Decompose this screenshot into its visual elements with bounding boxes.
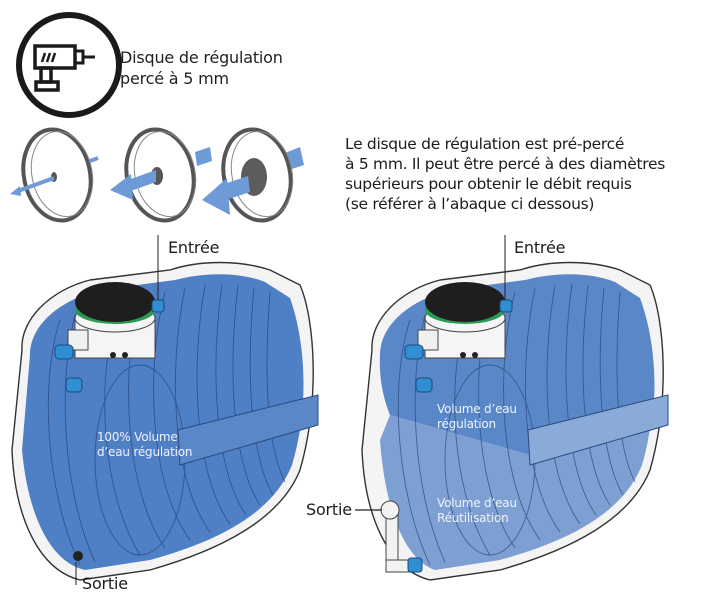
- volume-line: d’eau régulation: [97, 445, 193, 459]
- drill-icon-badge: [14, 10, 124, 120]
- tank-left-inlet-label: Entrée: [168, 238, 220, 257]
- tank-right-reuse-label: Volume d’eau Réutilisation: [437, 496, 517, 526]
- tank-left-outlet-label: Sortie: [82, 574, 128, 593]
- inlet-fitting-icon: [151, 299, 165, 313]
- disc-description: Le disque de régulation est pré-percé à …: [345, 134, 665, 214]
- tank-left-volume-label: 100% Volume d’eau régulation: [97, 430, 193, 460]
- description-line: (se référer à l’abaque ci dessous): [345, 195, 595, 213]
- description-line: Le disque de régulation est pré-percé: [345, 135, 625, 153]
- volume-line: Volume d’eau: [437, 496, 517, 510]
- tank-right-outlet-label: Sortie: [306, 500, 352, 519]
- disc-small-hole-icon: [10, 127, 99, 223]
- tank-right-illustration: [355, 235, 669, 581]
- disc-medium-hole-icon: [110, 127, 212, 223]
- caption-line: percé à 5 mm: [120, 69, 229, 88]
- volume-line: Volume d’eau: [437, 402, 517, 416]
- tank-right-regulation-label: Volume d’eau régulation: [437, 402, 517, 432]
- description-line: à 5 mm. Il peut être percé à des diamètr…: [345, 155, 665, 173]
- regulation-discs: [10, 127, 304, 223]
- tank-left-illustration: [11, 235, 319, 585]
- drill-icon: [16, 12, 122, 118]
- volume-line: régulation: [437, 417, 496, 431]
- tank-right-inlet-label: Entrée: [514, 238, 566, 257]
- disc-large-hole-icon: [202, 127, 304, 223]
- regulation-chamber: [417, 282, 506, 359]
- regulation-chamber: [67, 282, 156, 359]
- description-line: supérieurs pour obtenir le débit requis: [345, 175, 632, 193]
- drill-caption: Disque de régulation percé à 5 mm: [120, 47, 283, 89]
- volume-line: 100% Volume: [97, 430, 178, 444]
- caption-line: Disque de régulation: [120, 48, 283, 67]
- volume-line: Réutilisation: [437, 511, 509, 525]
- reuse-outlet-pipe: [380, 500, 423, 573]
